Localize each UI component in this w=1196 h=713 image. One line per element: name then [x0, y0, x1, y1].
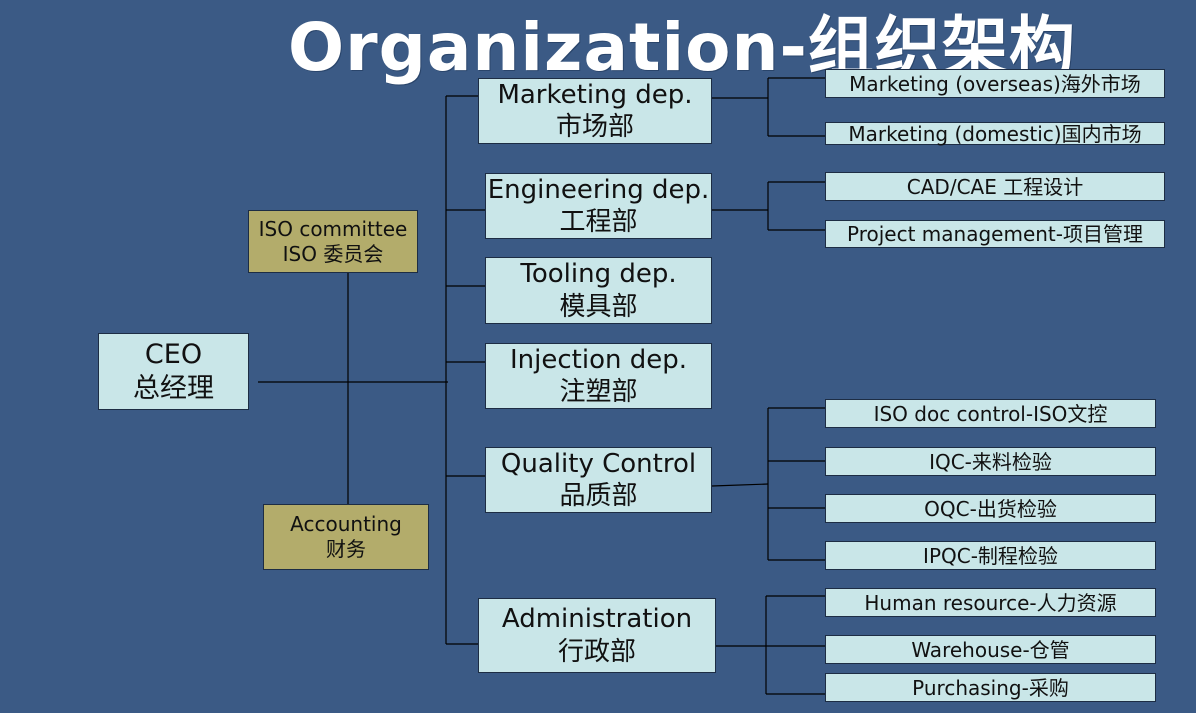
unit-project-management: Project management-项目管理 [825, 220, 1165, 248]
unit-iqc: IQC-来料检验 [825, 447, 1156, 476]
department-engineering: Engineering dep. 工程部 [485, 173, 712, 239]
department-label-cn: 市场部 [555, 112, 634, 142]
department-label-cn: 行政部 [557, 636, 636, 667]
accounting-label-cn: 财务 [326, 537, 366, 561]
department-label-en: Administration [501, 604, 693, 634]
unit-label: Marketing (overseas)海外市场 [849, 71, 1141, 96]
department-label-en: Tooling dep. [520, 259, 677, 289]
iso-committee-box: ISO committee ISO 委员会 [248, 210, 418, 273]
department-label-en: Injection dep. [510, 344, 687, 375]
department-tooling: Tooling dep. 模具部 [485, 257, 712, 324]
unit-label: Project management-项目管理 [847, 222, 1143, 246]
department-label-cn: 工程部 [559, 207, 638, 237]
unit-cad-cae: CAD/CAE 工程设计 [825, 172, 1165, 201]
unit-human-resource: Human resource-人力资源 [825, 588, 1156, 617]
ceo-box: CEO 总经理 [98, 333, 249, 410]
unit-warehouse: Warehouse-仓管 [825, 635, 1156, 664]
department-label-en: Marketing dep. [497, 79, 693, 110]
department-label-en: Quality Control [500, 448, 697, 479]
unit-label: Marketing (domestic)国内市场 [848, 121, 1142, 146]
unit-purchasing: Purchasing-采购 [825, 673, 1156, 702]
unit-label: ISO doc control-ISO文控 [873, 401, 1108, 426]
department-label-cn: 模具部 [559, 291, 638, 322]
department-label-en: Engineering dep. [487, 174, 710, 205]
iso-committee-label-en: ISO committee [258, 216, 408, 241]
department-label-cn: 注塑部 [559, 377, 638, 407]
unit-oqc: OQC-出货检验 [825, 494, 1156, 523]
accounting-box: Accounting 财务 [263, 504, 429, 570]
department-administration: Administration 行政部 [478, 598, 716, 673]
department-injection: Injection dep. 注塑部 [485, 343, 712, 409]
unit-label: IQC-来料检验 [929, 449, 1052, 474]
department-label-cn: 品质部 [559, 481, 638, 511]
unit-iso-doc-control: ISO doc control-ISO文控 [825, 399, 1156, 428]
unit-marketing-overseas: Marketing (overseas)海外市场 [825, 69, 1165, 98]
ceo-label-cn: 总经理 [133, 372, 214, 404]
iso-committee-label-cn: ISO 委员会 [282, 241, 384, 266]
ceo-label-en: CEO [144, 338, 203, 370]
unit-label: Purchasing-采购 [912, 675, 1069, 700]
unit-label: Warehouse-仓管 [911, 637, 1070, 662]
accounting-label-en: Accounting [290, 512, 402, 536]
unit-label: CAD/CAE 工程设计 [906, 174, 1084, 199]
unit-label: OQC-出货检验 [924, 496, 1057, 521]
unit-ipqc: IPQC-制程检验 [825, 541, 1156, 570]
unit-label: IPQC-制程检验 [923, 543, 1058, 568]
unit-label: Human resource-人力资源 [864, 590, 1117, 615]
department-marketing: Marketing dep. 市场部 [478, 78, 712, 144]
unit-marketing-domestic: Marketing (domestic)国内市场 [825, 122, 1165, 145]
department-quality-control: Quality Control 品质部 [485, 447, 712, 513]
